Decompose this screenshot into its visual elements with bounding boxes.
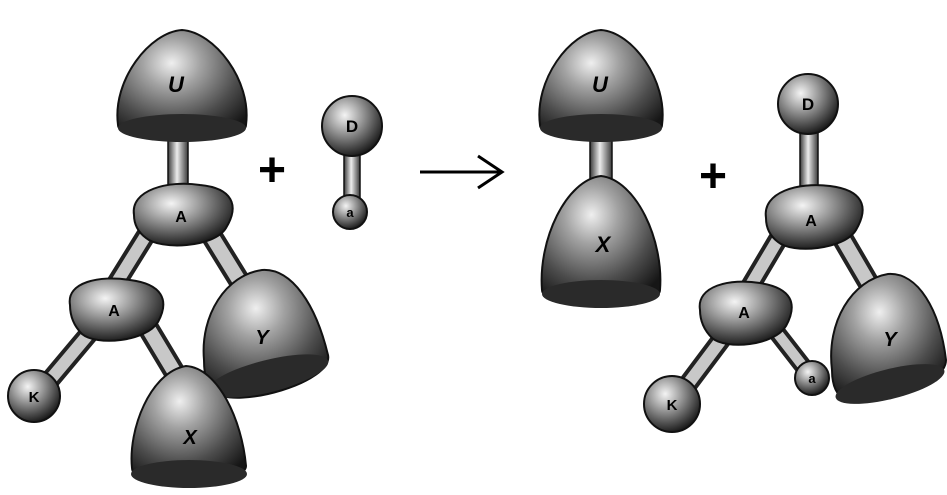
product-k-label: K	[667, 397, 678, 414]
product-a-small-label: a	[808, 371, 816, 386]
x-label: X	[182, 427, 198, 449]
product-d-label: D	[802, 95, 814, 114]
d-ball: D	[321, 95, 383, 157]
a-top-label: A	[175, 209, 187, 226]
product-u-cone: U	[538, 28, 664, 142]
product-a-low-blob: A	[698, 280, 793, 346]
product-y-label: Y	[883, 329, 898, 351]
product-a-small-ball: a	[794, 360, 830, 396]
plus-sign: +	[258, 144, 286, 197]
product-a-low-label: A	[738, 305, 750, 322]
product-plus-sign: +	[699, 150, 727, 203]
y-cone: Y	[202, 268, 330, 399]
x-cone: X	[130, 364, 248, 488]
product-a-top-label: A	[805, 213, 817, 230]
product-d-ball: D	[777, 73, 839, 135]
product-x-label: X	[594, 232, 612, 257]
a-low-label: A	[108, 303, 120, 320]
d-label: D	[346, 117, 358, 136]
reaction-arrow	[420, 154, 505, 190]
u-cone: U	[116, 28, 248, 142]
d-a-molecule: D a	[321, 95, 383, 230]
a-small-ball: a	[332, 194, 368, 230]
a-top-blob: A	[132, 182, 234, 247]
a-small-label: a	[346, 205, 354, 220]
product-x-cone: X	[540, 174, 662, 308]
product-u-label: U	[592, 72, 609, 97]
k-label: K	[29, 389, 40, 406]
reactant-molecule: U A A K Y X	[7, 28, 330, 488]
product-k-ball: K	[643, 375, 701, 433]
y-label: Y	[255, 327, 270, 349]
u-label: U	[168, 72, 185, 97]
product-y-cone: Y	[830, 272, 947, 404]
product-ux-molecule: U X	[538, 28, 664, 308]
k-ball: K	[7, 369, 61, 423]
product-d-molecule: D A A K a Y	[643, 73, 947, 433]
a-low-blob: A	[68, 277, 165, 342]
product-a-top-blob: A	[764, 184, 864, 250]
